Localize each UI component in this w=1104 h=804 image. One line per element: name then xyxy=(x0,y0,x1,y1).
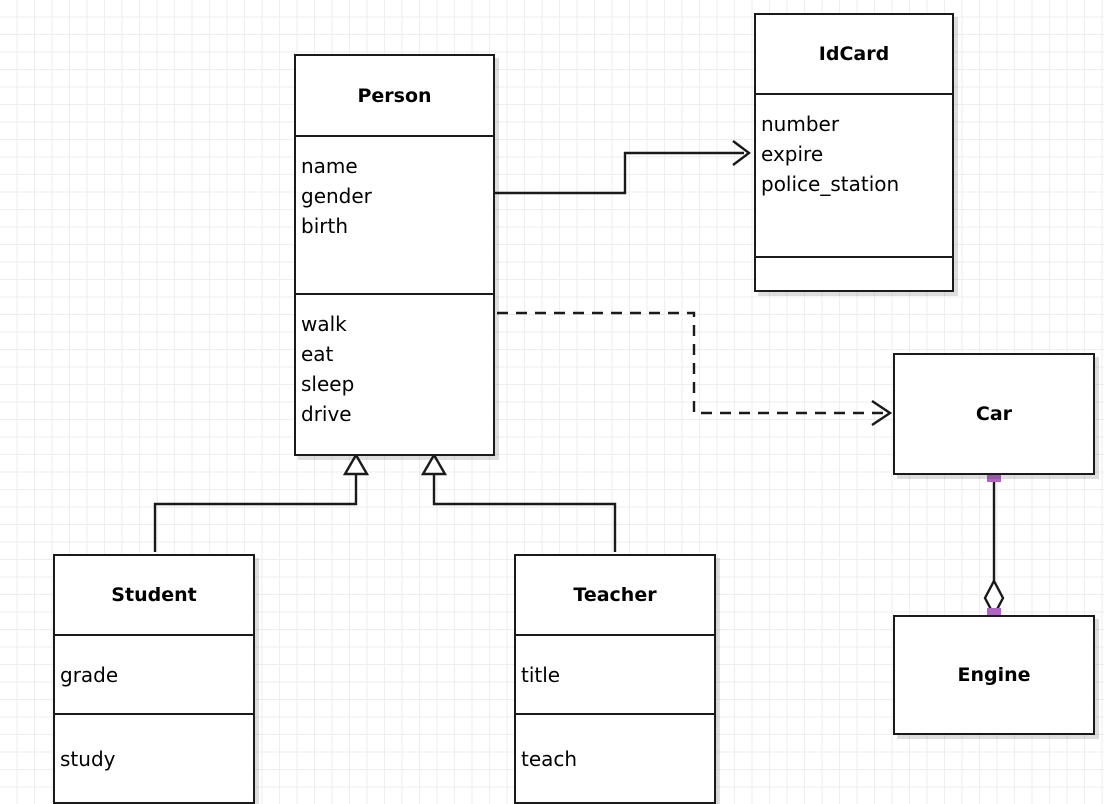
class-name-person: Person xyxy=(357,84,432,107)
class-attributes-teacher: title xyxy=(516,634,714,713)
hollow-diamond-engine xyxy=(983,578,1005,618)
edge-car-engine[interactable] xyxy=(983,468,1005,622)
method-item: teach xyxy=(521,746,578,771)
class-box-idcard[interactable]: IdCard number expire police_station xyxy=(754,13,954,292)
class-methods-teacher: teach xyxy=(516,713,714,802)
method-item: eat xyxy=(301,342,334,366)
class-name-teacher: Teacher xyxy=(573,584,657,606)
class-attributes-person: name gender birth xyxy=(296,135,493,293)
attribute-item: grade xyxy=(60,662,119,687)
edge-person-car[interactable] xyxy=(497,311,893,426)
class-attributes-idcard: number expire police_station xyxy=(756,93,952,256)
edge-teacher-person[interactable] xyxy=(420,452,617,552)
attribute-item: gender xyxy=(301,184,372,208)
method-item: drive xyxy=(301,402,352,426)
attribute-item: police_station xyxy=(761,172,900,196)
class-box-person[interactable]: Person name gender birth walk eat sleep … xyxy=(294,54,495,456)
class-attributes-student: grade xyxy=(55,634,253,713)
attribute-item: name xyxy=(301,154,358,178)
class-methods-student: study xyxy=(55,713,253,802)
attribute-item: expire xyxy=(761,142,824,166)
class-box-teacher[interactable]: Teacher title teach xyxy=(514,554,716,804)
attribute-item: title xyxy=(521,662,561,687)
attribute-item: number xyxy=(761,112,840,136)
class-methods-person: walk eat sleep drive xyxy=(296,293,493,454)
class-box-car[interactable]: Car xyxy=(893,353,1095,475)
method-item: study xyxy=(60,746,116,771)
edge-student-person[interactable] xyxy=(153,452,370,552)
class-box-engine[interactable]: Engine xyxy=(893,615,1095,735)
edge-person-idcard[interactable] xyxy=(494,140,751,195)
open-arrow-head-idcard xyxy=(732,140,751,166)
hollow-triangle-student xyxy=(342,452,370,476)
class-methods-idcard xyxy=(756,256,952,290)
class-box-student[interactable]: Student grade study xyxy=(53,554,255,804)
class-name-idcard: IdCard xyxy=(818,43,890,65)
hollow-triangle-teacher xyxy=(420,452,448,476)
class-name-student: Student xyxy=(111,584,197,606)
open-arrow-head-car xyxy=(871,400,893,426)
class-name-car: Car xyxy=(975,403,1013,425)
attribute-item: birth xyxy=(301,214,348,238)
class-name-engine: Engine xyxy=(957,664,1031,686)
method-item: sleep xyxy=(301,372,355,396)
method-item: walk xyxy=(301,312,347,336)
